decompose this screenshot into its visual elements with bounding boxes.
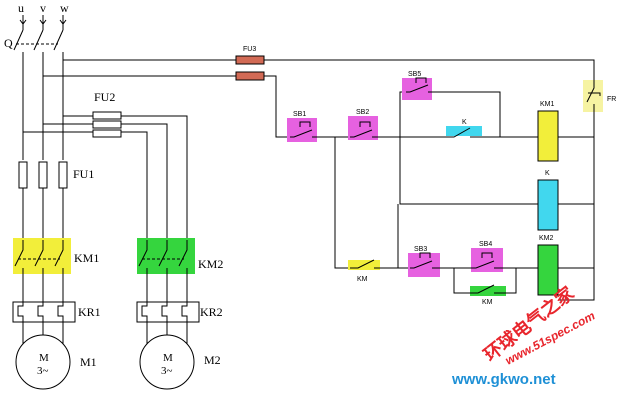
phase-label-w: w: [60, 1, 69, 15]
wire-km1-kr1: [22, 284, 64, 302]
fu3-fuse-bottom: [235, 71, 265, 81]
sb1-button: [290, 121, 318, 138]
sb5-button: [406, 77, 501, 137]
switch-q: [13, 24, 64, 60]
sb4-button: [454, 252, 540, 269]
kr1-thermal-relay: [12, 301, 76, 323]
km1-label: KM1: [74, 251, 99, 265]
switch-q-label: Q: [4, 36, 13, 50]
fu3-label: FU3: [243, 46, 256, 53]
phase-arrow-v: [39, 15, 47, 25]
kr2-thermal-relay: [136, 301, 200, 323]
sb3-button: [410, 252, 454, 269]
phase-lines: [22, 60, 64, 160]
fr-label: FR: [607, 96, 616, 103]
control-circuit: FU3 FR SB1 SB2 SB5 K KM1: [235, 46, 616, 306]
m1-symbol: M: [39, 352, 49, 364]
km-contact-b-label: KM: [482, 299, 493, 306]
m2-label: M2: [204, 353, 221, 367]
km-contact-b: [470, 268, 517, 294]
fu1-label: FU1: [73, 167, 94, 181]
fr-contact: [586, 80, 601, 112]
wire-km2-kr2: [146, 284, 188, 302]
phase-label-u: u: [18, 1, 24, 15]
m1-phase: 3~: [37, 365, 49, 377]
wire-km-b-left: [453, 268, 470, 294]
sb3-highlight: [408, 253, 440, 277]
km1-coil-label: KM1: [540, 101, 555, 108]
sb1-label: SB1: [293, 111, 306, 118]
k-contact-label: K: [462, 119, 467, 126]
sb2-button: [350, 121, 400, 138]
km1-highlight: [13, 238, 71, 274]
sb2-highlight: [348, 116, 378, 140]
km1-coil: [537, 110, 559, 162]
phase-arrow-w: [59, 15, 67, 25]
km2-highlight: [137, 238, 195, 274]
kr1-label: KR1: [78, 305, 101, 319]
m1-label: M1: [80, 355, 97, 369]
power-circuit: u v w Q FU2 FU1: [4, 1, 236, 390]
fu2-fuses: [92, 111, 122, 138]
fu3-fuse-top: [235, 55, 265, 65]
km-contact-b-highlight: [470, 286, 506, 296]
k-coil: [537, 179, 559, 231]
km-contact-a: [350, 259, 410, 269]
kr2-label: KR2: [200, 305, 223, 319]
k-contact: [400, 127, 540, 138]
sb2-label: SB2: [356, 109, 369, 116]
wire-fu2-to-km2: [121, 115, 188, 240]
fr-highlight: [583, 80, 603, 112]
fu2-label: FU2: [94, 90, 115, 104]
m2-symbol: M: [163, 352, 173, 364]
m2-phase: 3~: [161, 365, 173, 377]
watermark-url-2: www.gkwo.net: [451, 371, 556, 388]
phase-label-v: v: [40, 1, 46, 15]
motor-m2: [139, 334, 195, 390]
wire-right-rail: [560, 112, 595, 301]
km-contact-a-label: KM: [357, 276, 368, 283]
km2-label: KM2: [198, 257, 223, 271]
sb5-label: SB5: [408, 71, 421, 78]
wire-fu1-km1: [22, 188, 64, 240]
motor-m1: [15, 334, 71, 390]
wire-fu3-sb1: [264, 75, 290, 138]
km1-main-contacts: [14, 240, 64, 284]
wire-k-branch: [399, 137, 540, 205]
wire-sb1-node: [318, 136, 350, 269]
km2-coil-label: KM2: [539, 235, 554, 242]
wire-top-rail: [264, 59, 595, 80]
km2-coil: [537, 244, 559, 296]
phase-arrow-u: [19, 15, 27, 25]
fu1-fuses: [18, 161, 68, 189]
k-coil-label: K: [545, 170, 550, 177]
sb3-label: SB3: [414, 246, 427, 253]
watermark: 环球电气之家 www.51spec.com www.gkwo.net: [451, 281, 598, 388]
km2-main-contacts: [138, 240, 188, 284]
sb4-label: SB4: [479, 241, 492, 248]
